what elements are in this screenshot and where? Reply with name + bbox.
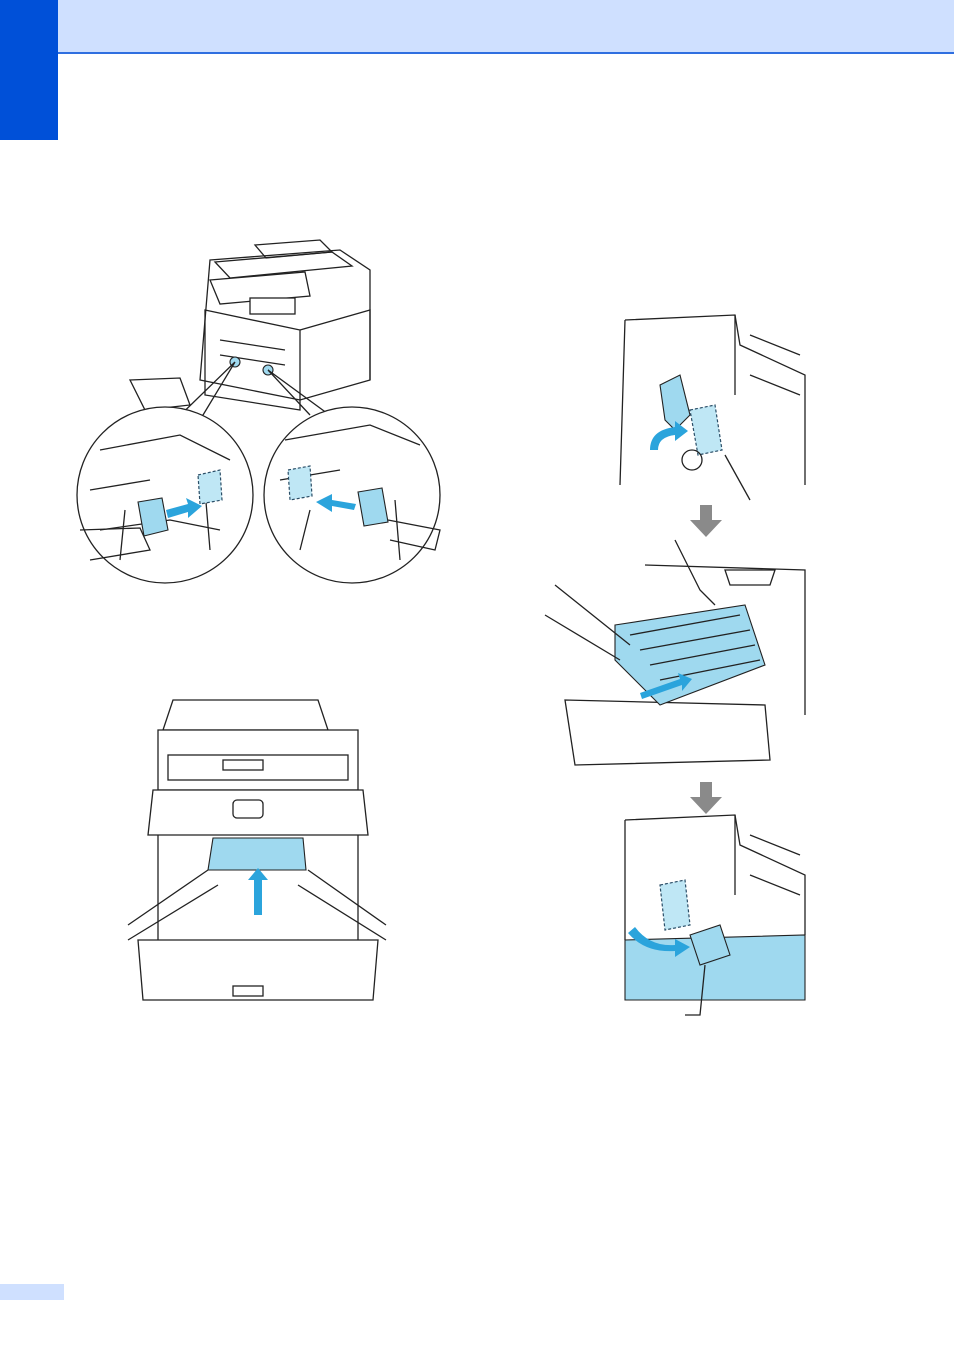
- lock-lever-up-detail: [620, 315, 805, 500]
- lock-lever-down-detail: [625, 815, 805, 1015]
- drum-unit-steps-figure: [540, 315, 810, 1020]
- page-footer-tab: [0, 1284, 64, 1300]
- printer-front-icon: [128, 700, 386, 1000]
- step-down-arrow-2: [690, 782, 722, 814]
- page-header-band: [0, 0, 954, 54]
- drum-insertion-detail: [545, 540, 805, 765]
- chapter-tab: [0, 0, 58, 140]
- magnified-left-detail: [77, 407, 253, 583]
- step-down-arrow-1: [690, 505, 722, 537]
- printer-front-open-figure: [128, 690, 388, 1010]
- magnified-right-detail: [264, 407, 440, 583]
- remove-protective-parts-figure: [70, 230, 450, 600]
- printer-icon: [130, 240, 370, 410]
